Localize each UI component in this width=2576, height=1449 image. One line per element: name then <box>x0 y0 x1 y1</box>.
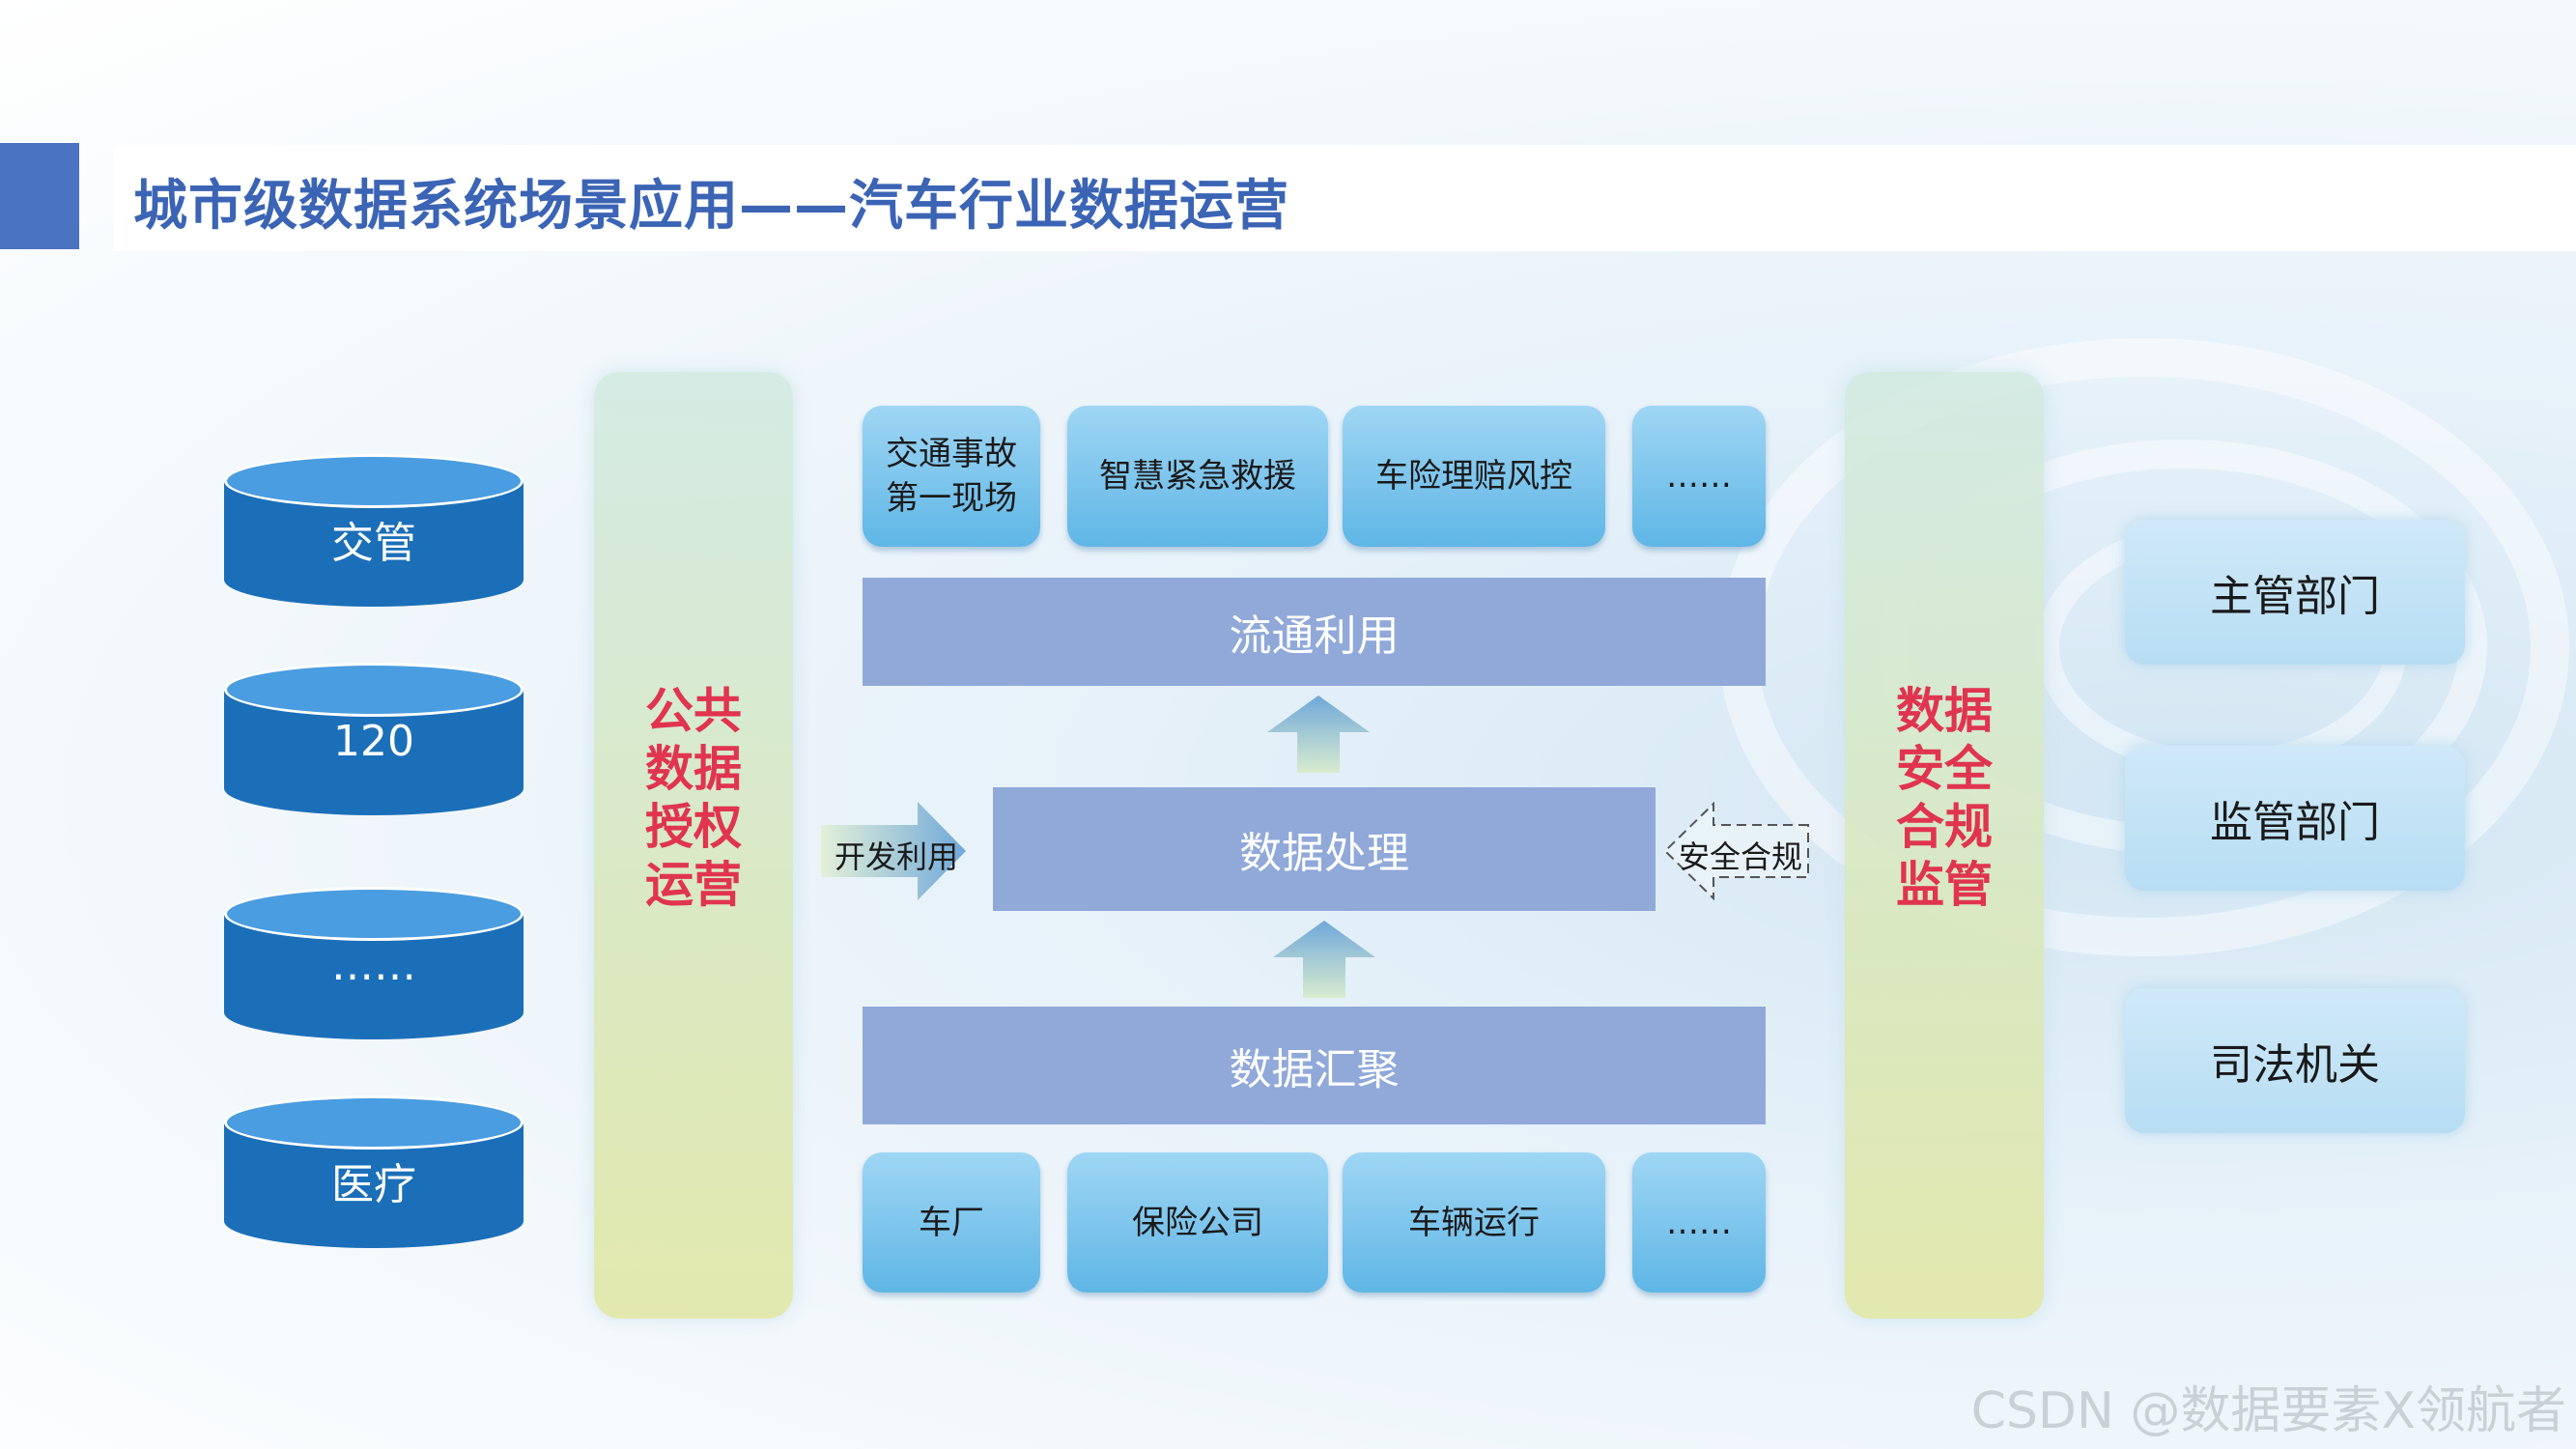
development-use-label: 开发利用 <box>835 838 959 875</box>
source-cylinder-120: 120 <box>224 663 524 815</box>
public-data-authorization-text: 公共 数据 授权 运营 <box>594 682 793 914</box>
data-security-compliance-text: 数据 安全 合规 监管 <box>1845 682 2044 914</box>
source-label: 交管 <box>331 519 416 568</box>
app-label-line: 第一现场 <box>886 479 1017 518</box>
column-line: 授权 <box>645 799 742 855</box>
public-data-authorization-column <box>594 372 793 1319</box>
up-arrow-icon <box>1267 696 1370 773</box>
source-cylinder-medical: 医疗 <box>224 1095 524 1248</box>
app-box-more: …… <box>1632 406 1766 547</box>
source-label: 医疗 <box>331 1160 416 1209</box>
column-line: 数据 <box>1896 683 1993 739</box>
column-line: 公共 <box>645 683 742 739</box>
column-line: 数据 <box>645 741 742 797</box>
security-compliance-label: 安全合规 <box>1679 838 1803 875</box>
source-box-more: …… <box>1632 1152 1766 1293</box>
source-box-automaker: 车厂 <box>863 1152 1040 1293</box>
page-title: 城市级数据系统场景应用——汽车行业数据运营 <box>133 175 1289 238</box>
source-box-vehicle-operation: 车辆运行 <box>1343 1152 1605 1293</box>
column-line: 安全 <box>1896 741 1993 797</box>
regulator-box-competent-dept: 主管部门 <box>2125 520 2465 665</box>
layer-aggregation-bar: 数据汇聚 <box>863 1007 1766 1124</box>
app-box-emergency-rescue: 智慧紧急救援 <box>1067 406 1328 547</box>
right-arrow-icon <box>821 802 966 900</box>
app-box-insurance-risk: 车险理赔风控 <box>1343 406 1605 547</box>
regulator-box-supervision-dept: 监管部门 <box>2125 746 2465 891</box>
column-line: 运营 <box>645 857 742 913</box>
watermark-text: CSDN @数据要素X领航者 <box>1970 1382 2566 1440</box>
data-security-compliance-column <box>1845 372 2044 1319</box>
app-box-accident-scene: 交通事故 第一现场 <box>863 406 1040 547</box>
source-cylinder-more: …… <box>224 887 524 1039</box>
source-cylinder-traffic: 交管 <box>224 454 524 607</box>
background-swirl <box>1719 338 2569 956</box>
layer-circulation-bar: 流通利用 <box>863 578 1766 686</box>
left-arrow-dashed-icon <box>1663 802 1809 900</box>
app-label-line: 交通事故 <box>886 435 1017 473</box>
regulator-box-judicial: 司法机关 <box>2125 988 2465 1133</box>
source-box-insurer: 保险公司 <box>1067 1152 1328 1293</box>
column-line: 监管 <box>1896 857 1993 913</box>
column-line: 合规 <box>1896 799 1993 855</box>
up-arrow-icon <box>1273 921 1375 998</box>
source-label: 120 <box>333 717 414 766</box>
title-accent-block <box>0 143 79 249</box>
source-label: …… <box>331 941 416 990</box>
layer-processing-bar: 数据处理 <box>993 787 1656 911</box>
title-bar <box>114 145 2576 251</box>
